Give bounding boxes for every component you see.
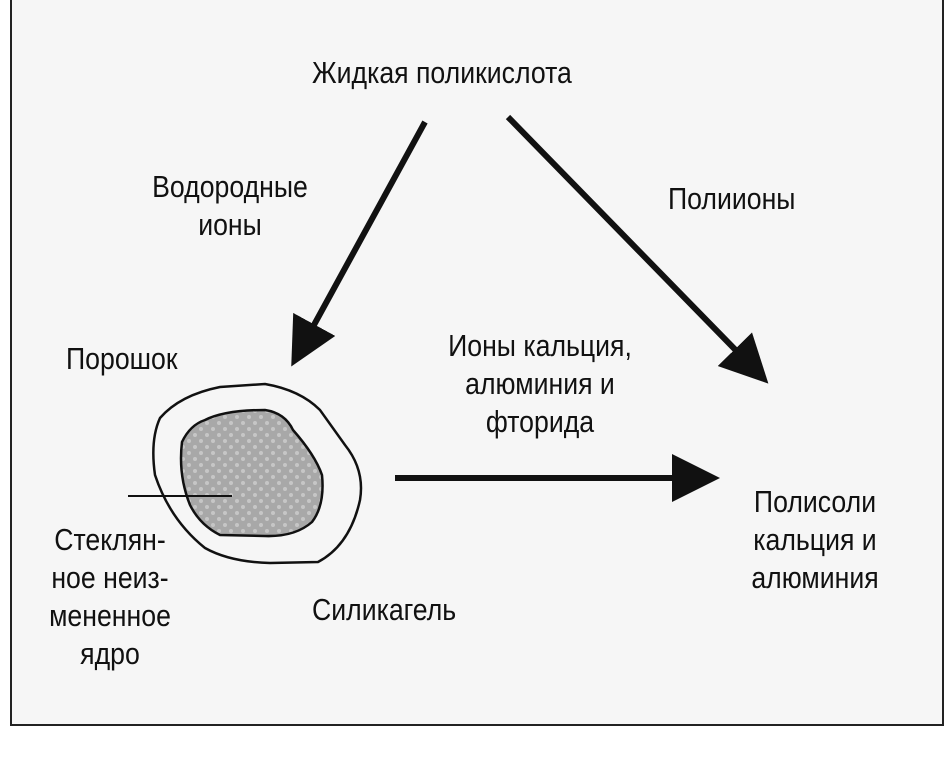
arrow-polyions (505, 114, 769, 384)
label-polysalts: Полисоли кальция и алюминия (751, 484, 879, 595)
label-silica-gel: Силикагель (312, 592, 457, 627)
diagram-frame (10, 0, 944, 726)
label-hydrogen-ions: Водородные ионы (152, 169, 308, 242)
label-metal-ions: Ионы кальция, алюминия и фторида (448, 328, 632, 439)
label-glass-core: Стеклян- ное неиз- мененное ядро (49, 522, 171, 671)
label-powder: Порошок (66, 341, 178, 376)
silica-gel-shell (152, 382, 363, 565)
arrow-hydrogen-ions (291, 120, 428, 367)
glass-core (179, 408, 324, 538)
label-polyions: Полиионы (668, 181, 796, 216)
label-liquid-polyacid: Жидкая поликислота (312, 55, 572, 90)
